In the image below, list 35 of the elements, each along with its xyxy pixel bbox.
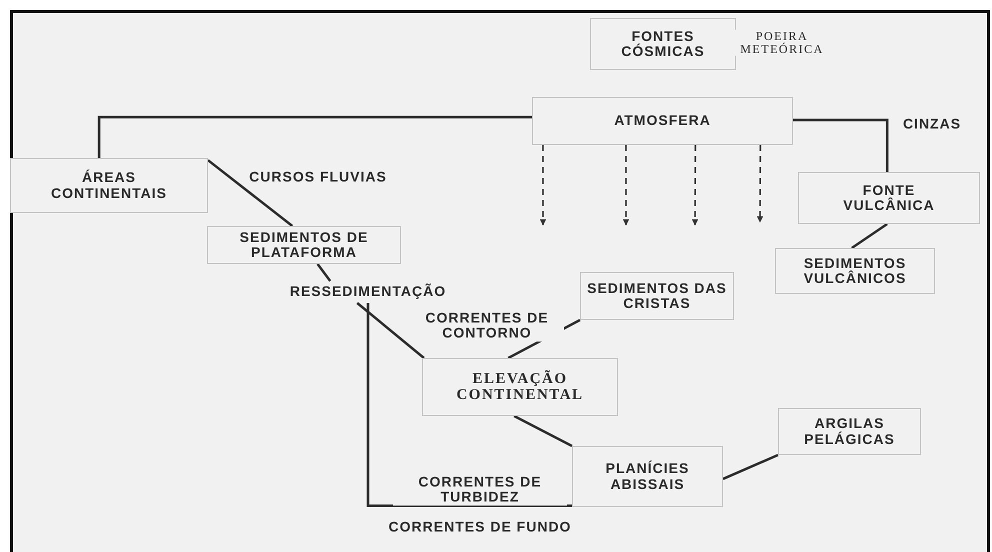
box-label: ELEVAÇÃO CONTINENTAL: [455, 370, 585, 404]
arrow: [692, 145, 698, 226]
connector-line: [207, 159, 294, 227]
box-label: ARGILAS PELÁGICAS: [803, 416, 896, 447]
connector-line: [316, 263, 332, 282]
process-box: [798, 172, 980, 224]
connector-line: [356, 302, 425, 359]
box-label: PLANÍCIES ABISSAIS: [604, 461, 690, 492]
arrow: [622, 145, 630, 226]
connector-line: [793, 118, 888, 172]
box-label: ÁREAS CONTINENTAIS: [50, 170, 168, 201]
connector-line: [514, 414, 573, 448]
process-box: [580, 272, 734, 320]
process-box: [778, 408, 921, 455]
process-box: [775, 248, 935, 294]
box-label: SEDIMENTOS DAS CRISTAS: [587, 280, 727, 312]
process-box: [422, 358, 618, 416]
connector-line: [98, 116, 532, 158]
process-box: [590, 18, 736, 70]
connector-line: [366, 303, 572, 508]
edge-label: CORRENTES DE TURBIDEZ: [393, 474, 567, 506]
process-box: [207, 226, 401, 264]
process-label: RESSEDIMENTAÇÃO: [278, 281, 458, 303]
process-box: [10, 158, 208, 213]
box-label: FONTES CÓSMICAS: [620, 28, 706, 60]
box-label: ATMOSFERA: [614, 113, 711, 129]
connector-line: [722, 454, 778, 480]
arrow: [756, 145, 764, 223]
connector-line: [851, 222, 888, 250]
process-box: [572, 446, 723, 507]
process-box: [532, 97, 793, 145]
box-label: FONTE VULCÂNICA: [842, 182, 936, 214]
arrow: [540, 145, 546, 226]
box-label: SEDIMENTOS VULCÂNICOS: [802, 256, 908, 286]
box-label: SEDIMENTOS DE PLATAFORMA: [238, 230, 370, 260]
